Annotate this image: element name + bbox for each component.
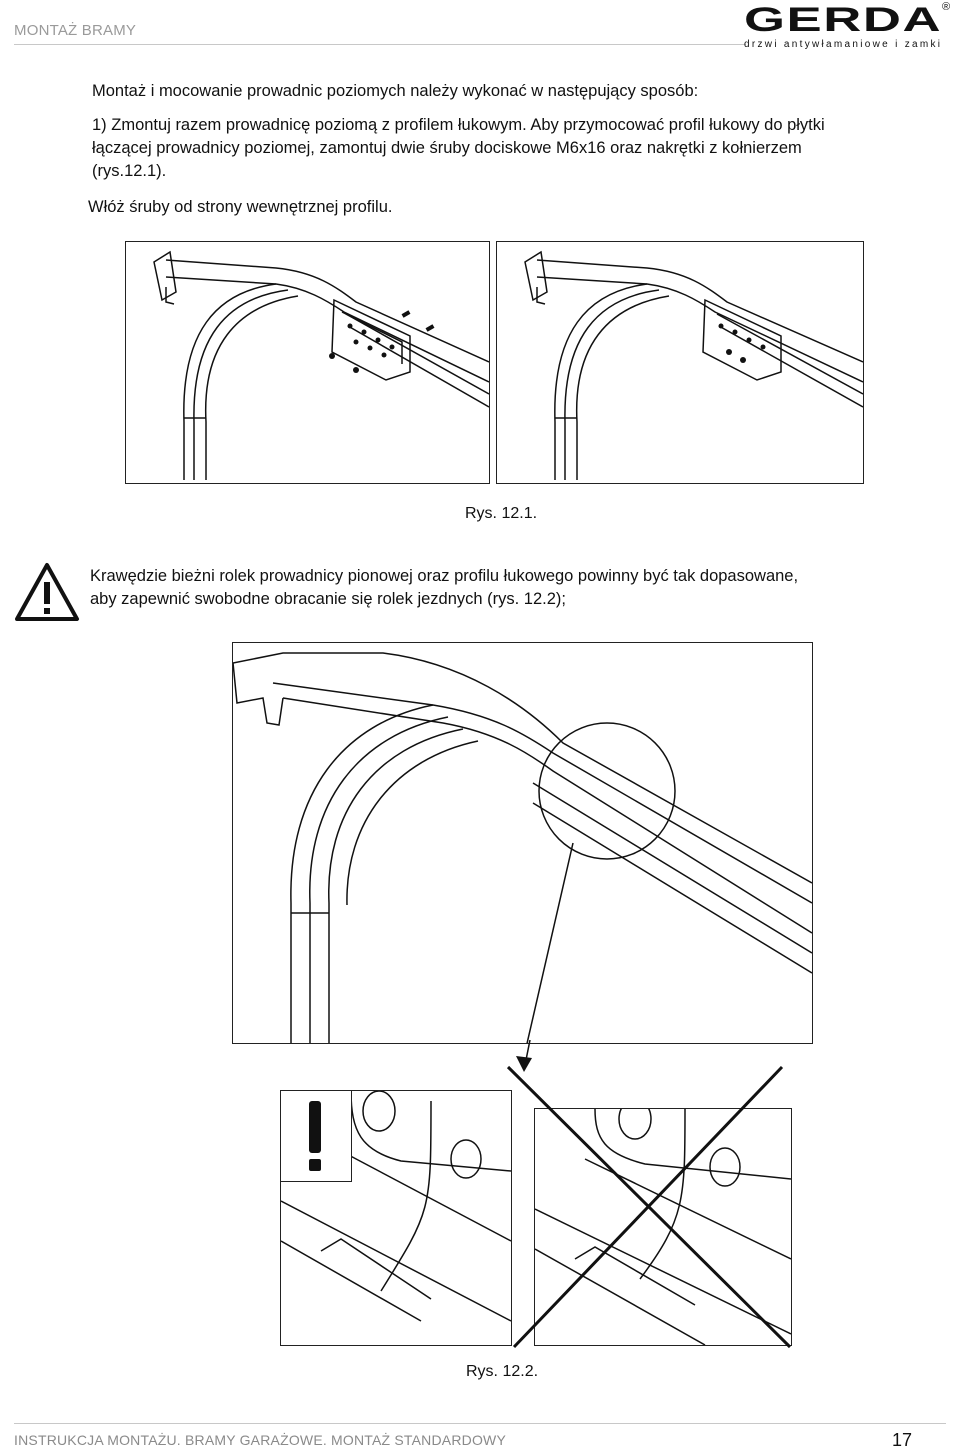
section-title: MONTAŻ BRAMY xyxy=(14,22,137,39)
header-divider xyxy=(14,44,746,45)
warning-line2: aby zapewnić swobodne obracanie się role… xyxy=(90,590,567,608)
footer-title: INSTRUKCJA MONTAŻU. BRAMY GARAŻOWE. MONT… xyxy=(14,1432,507,1448)
gerda-logo: GERDA ® drzwi antywłamaniowe i zamki xyxy=(744,1,956,51)
logo-wordmark: GERDA xyxy=(744,1,943,39)
registered-mark: ® xyxy=(942,1,951,13)
footer-divider xyxy=(14,1423,946,1424)
curved-track-with-bolts-illustration xyxy=(153,250,490,480)
warning-triangle-icon xyxy=(14,562,80,622)
step1-line2: łączącej prowadnicy poziomej, zamontuj d… xyxy=(92,139,802,157)
warning-line1: Krawędzie bieżni rolek prowadnicy pionow… xyxy=(90,567,799,585)
correct-alignment-illustration xyxy=(280,1090,512,1322)
figure-12-1-right-panel xyxy=(496,241,864,484)
step1-line3: (rys.12.1). xyxy=(92,162,167,180)
figure-12-2-caption: Rys. 12.2. xyxy=(466,1363,539,1380)
curved-track-assembled-illustration xyxy=(524,250,864,480)
exclamation-box xyxy=(281,1091,352,1182)
intro-text: Montaż i mocowanie prowadnic poziomych n… xyxy=(92,82,699,100)
curved-track-detail-illustration xyxy=(232,652,813,1062)
page-number: 17 xyxy=(891,1430,912,1450)
step1-note: Włóż śruby od strony wewnętrznej profilu… xyxy=(88,198,393,216)
figure-12-1-left-panel xyxy=(125,241,490,484)
detail-arrow-icon xyxy=(512,1039,542,1074)
step1-line1: 1) Zmontuj razem prowadnicę poziomą z pr… xyxy=(92,116,825,134)
figure-12-1-caption: Rys. 12.1. xyxy=(465,505,538,522)
logo-tagline: drzwi antywłamaniowe i zamki xyxy=(744,39,943,50)
cross-mark-icon xyxy=(500,1062,800,1352)
exclamation-icon xyxy=(309,1101,321,1171)
figure-12-2-main-panel xyxy=(232,642,813,1062)
